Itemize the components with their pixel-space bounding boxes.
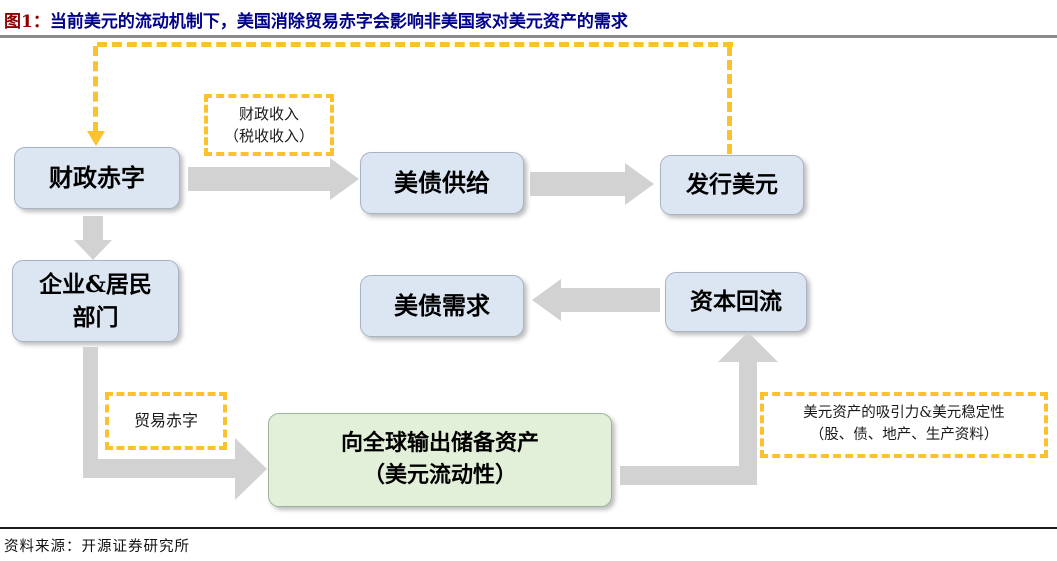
node-corp-household-line1: 企业&居民	[39, 270, 152, 298]
node-fiscal-deficit: 财政赤字	[14, 147, 180, 209]
note-trade-deficit-label: 贸易赤字	[133, 411, 198, 430]
node-treasury-demand: 美债需求	[360, 275, 524, 337]
node-treasury-supply: 美债供给	[360, 152, 524, 214]
note-fiscal-revenue-line2: （税收收入）	[223, 127, 314, 145]
note-trade-deficit: 贸易赤字	[105, 392, 227, 450]
footer-divider	[0, 527, 1057, 529]
note-usd-attractiveness-line1: 美元资产的吸引力&美元稳定性	[803, 405, 1005, 422]
feedback-loop-arrowhead-icon	[87, 131, 105, 146]
figure-title: 图1：当前美元的流动机制下，美国消除贸易赤字会影响非美国家对美元资产的需求	[4, 7, 1054, 32]
note-usd-attractiveness-line2: （股、债、地产、生产资料）	[809, 427, 999, 443]
node-corp-household-line2: 部门	[72, 304, 119, 331]
node-capital-return: 资本回流	[665, 272, 807, 332]
node-treasury-demand-label: 美债需求	[394, 290, 490, 320]
node-export-reserve-line2: （美元流动性）	[362, 462, 517, 488]
note-usd-attractiveness: 美元资产的吸引力&美元稳定性 （股、债、地产、生产资料）	[760, 392, 1048, 458]
node-capital-return-label: 资本回流	[690, 288, 782, 316]
figure-title-text: 当前美元的流动机制下，美国消除贸易赤字会影响非美国家对美元资产的需求	[49, 12, 628, 32]
source-note: 资料来源：开源证券研究所	[4, 539, 190, 555]
node-export-reserve: 向全球输出储备资产 （美元流动性）	[268, 413, 612, 507]
node-treasury-supply-label: 美债供给	[394, 167, 490, 197]
node-fiscal-deficit-label: 财政赤字	[49, 162, 145, 192]
figure-number: 图1：	[4, 12, 50, 32]
note-fiscal-revenue: 财政收入 （税收收入）	[204, 94, 334, 156]
feedback-loop-right-segment	[727, 46, 732, 154]
node-issue-usd-label: 发行美元	[686, 171, 778, 199]
node-export-reserve-line1: 向全球输出储备资产	[340, 430, 539, 457]
title-divider	[0, 35, 1057, 38]
node-issue-usd: 发行美元	[660, 155, 804, 215]
feedback-loop-left-segment	[93, 46, 98, 132]
note-fiscal-revenue-line1: 财政收入	[238, 104, 299, 123]
node-corp-household: 企业&居民 部门	[12, 260, 179, 342]
feedback-loop-top-segment	[97, 42, 733, 47]
